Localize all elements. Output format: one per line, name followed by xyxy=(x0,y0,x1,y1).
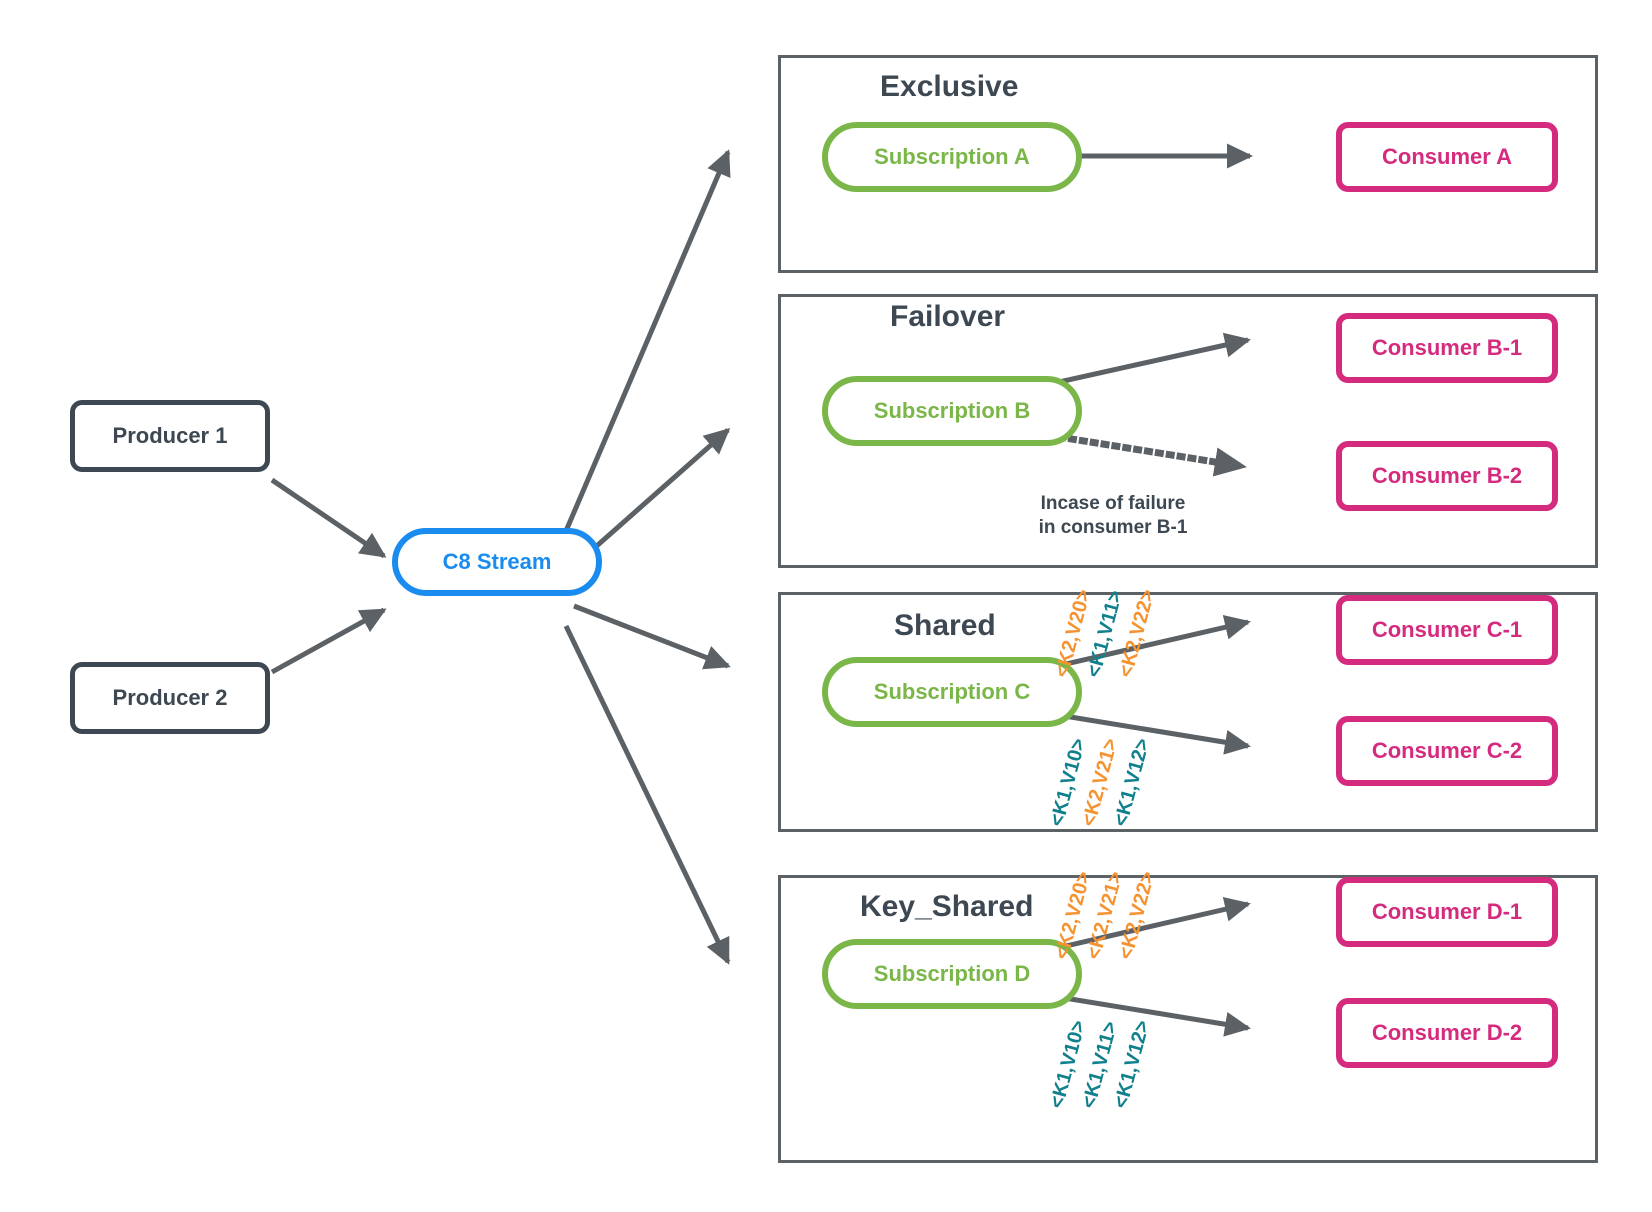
failover-note: Incase of failure in consumer B-1 xyxy=(1038,493,1188,538)
panel-failover xyxy=(778,294,1598,568)
subscription-d-node[interactable]: Subscription D xyxy=(822,939,1082,1009)
consumer-c-2-label: Consumer C-2 xyxy=(1371,738,1523,764)
consumer-d-2-node[interactable]: Consumer D-2 xyxy=(1336,998,1558,1068)
panel-exclusive-title: Exclusive xyxy=(880,70,1019,103)
consumer-c-1-label: Consumer C-1 xyxy=(1371,617,1523,643)
consumer-c-1-node[interactable]: Consumer C-1 xyxy=(1336,595,1558,665)
consumer-b-2-node[interactable]: Consumer B-2 xyxy=(1336,441,1558,511)
consumer-d-1-label: Consumer D-1 xyxy=(1371,899,1523,925)
consumer-d-1-node[interactable]: Consumer D-1 xyxy=(1336,877,1558,947)
producer-2-label: Producer 2 xyxy=(112,685,228,711)
subscription-b-node[interactable]: Subscription B xyxy=(822,376,1082,446)
edge-stream-to-shared xyxy=(573,603,731,670)
producer-2-node[interactable]: Producer 2 xyxy=(70,662,270,734)
consumer-a-node[interactable]: Consumer A xyxy=(1336,122,1558,192)
panel-shared-title: Shared xyxy=(894,609,996,642)
consumer-b-1-label: Consumer B-1 xyxy=(1371,335,1523,361)
subscription-a-label: Subscription A xyxy=(874,144,1030,170)
subscription-b-label: Subscription B xyxy=(873,398,1031,424)
consumer-b-2-label: Consumer B-2 xyxy=(1371,463,1523,489)
panel-key-shared-title: Key_Shared xyxy=(860,890,1034,923)
edge-producer1-to-stream xyxy=(270,477,387,559)
subscription-d-label: Subscription D xyxy=(873,961,1031,987)
edge-stream-to-exclusive xyxy=(557,149,731,546)
panel-failover-title: Failover xyxy=(890,300,1006,333)
producer-1-node[interactable]: Producer 1 xyxy=(70,400,270,472)
subscription-c-node[interactable]: Subscription C xyxy=(822,657,1082,727)
c8-stream-label: C8 Stream xyxy=(442,549,552,575)
consumer-a-label: Consumer A xyxy=(1382,144,1512,170)
consumer-d-2-label: Consumer D-2 xyxy=(1371,1020,1523,1046)
producer-1-label: Producer 1 xyxy=(112,423,228,449)
panel-key-shared xyxy=(778,875,1598,1163)
consumer-b-1-node[interactable]: Consumer B-1 xyxy=(1336,313,1558,383)
consumer-c-2-node[interactable]: Consumer C-2 xyxy=(1336,716,1558,786)
edge-stream-to-keyshared xyxy=(563,624,731,965)
subscription-c-label: Subscription C xyxy=(873,679,1031,705)
edge-producer2-to-stream xyxy=(270,607,387,675)
panel-shared xyxy=(778,592,1598,832)
panel-exclusive xyxy=(778,55,1598,273)
c8-stream-node[interactable]: C8 Stream xyxy=(392,528,602,596)
subscription-a-node[interactable]: Subscription A xyxy=(822,122,1082,192)
